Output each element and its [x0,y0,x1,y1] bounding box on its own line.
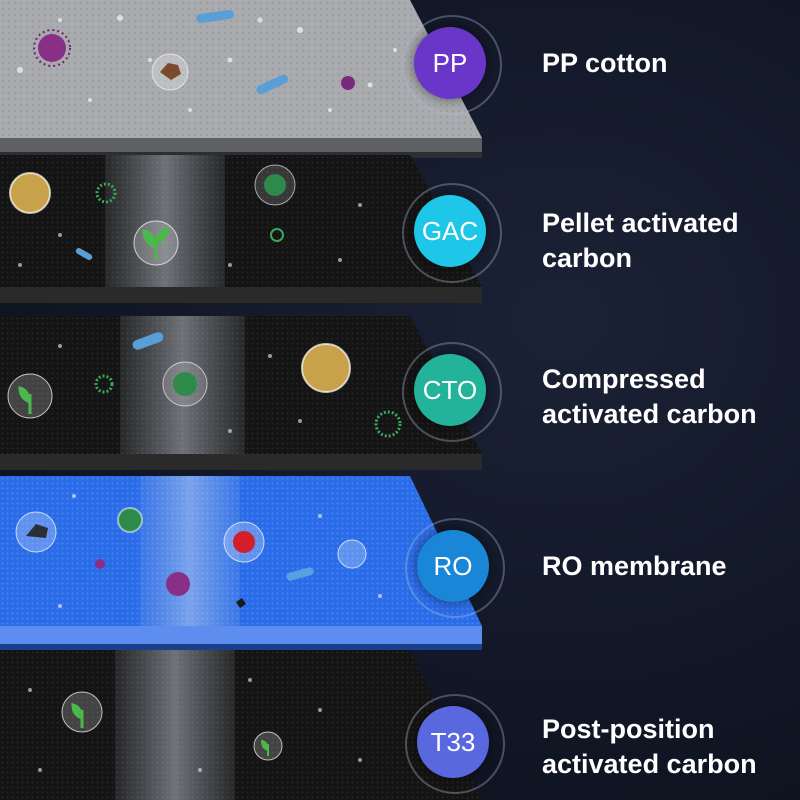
layer-cto-graphic [0,316,482,470]
virus-icon [95,164,296,242]
badge-ring [405,518,505,618]
label-line: Post-position [542,714,715,744]
layer-cto [0,316,490,481]
virus-icon [33,29,355,90]
badge-pp: PP [402,15,502,115]
badge-ring [405,694,505,794]
virus-icon [95,507,265,596]
badge-ring [402,342,502,442]
bacteria-icon [9,172,93,260]
label-line: Compressed [542,364,706,394]
water-drop-icon [17,15,397,112]
layer-gac [0,155,490,320]
virus-icon [94,361,402,438]
leaf-bubble-icon [61,691,283,761]
badge-ring [402,183,502,283]
label-line: carbon [542,243,633,273]
bacteria-icon [132,332,351,393]
badge-code: CTO [414,354,486,426]
layer-t33 [0,650,490,800]
badge-code: PP [414,27,486,99]
badge-code: T33 [417,706,489,778]
badge-gac: GAC [402,183,502,283]
badge-code: RO [417,530,489,602]
label-cto: Compressed activated carbon [542,362,792,432]
label-line: activated carbon [542,399,757,429]
bacteria-icon [236,539,367,608]
badge-code: GAC [414,195,486,267]
badge-cto: CTO [402,342,502,442]
label-gac: Pellet activated carbon [542,206,792,276]
badge-ring [402,15,502,115]
water-drop-icon [28,678,362,772]
badge-t33: T33 [405,694,505,794]
label-ro: RO membrane [542,549,792,584]
layer-ro [0,476,490,656]
water-drop-icon [18,203,362,267]
label-line: RO membrane [542,551,727,581]
water-drop-icon [58,344,302,433]
layer-ro-graphic [0,476,482,650]
label-line: activated carbon [542,749,757,779]
label-t33: Post-position activated carbon [542,712,792,782]
rock-icon [15,511,57,553]
label-line: Pellet activated [542,208,739,238]
leaf-bubble-icon [133,220,179,266]
layer-t33-graphic [0,650,482,800]
label-line: PP cotton [542,48,668,78]
rock-icon [151,53,189,91]
badge-ro: RO [405,518,505,618]
leaf-bubble-icon [7,373,53,419]
label-pp: PP cotton [542,46,792,81]
layer-gac-graphic [0,155,482,303]
bacteria-icon [196,9,289,95]
water-drop-icon [58,494,382,608]
